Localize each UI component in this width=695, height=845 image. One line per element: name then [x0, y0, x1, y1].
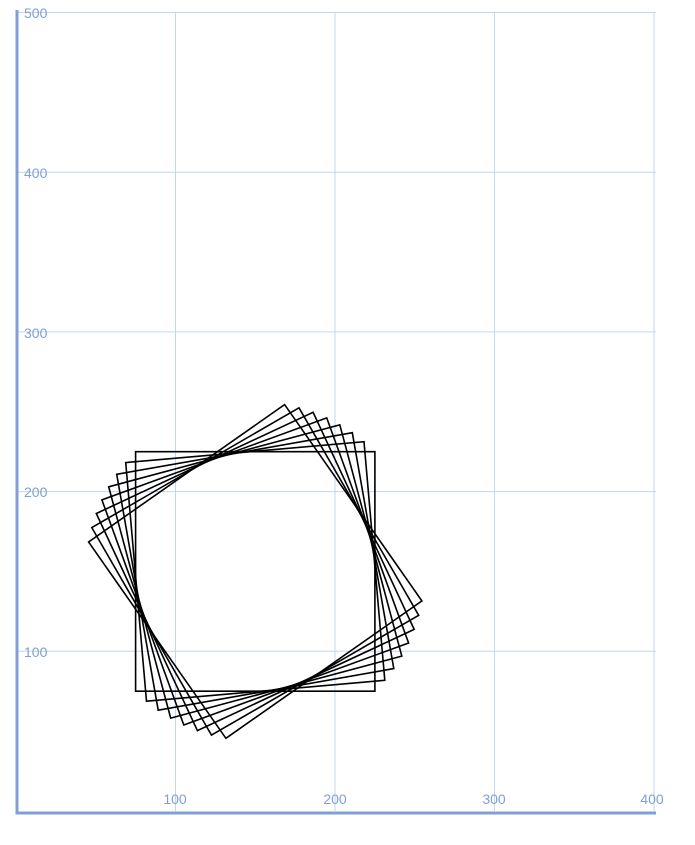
x-tick-label: 100	[163, 791, 187, 807]
x-tick-label: 300	[482, 791, 506, 807]
rotated-square-7	[87, 403, 424, 740]
x-tick-label: 200	[323, 791, 347, 807]
y-axis-tick-labels: 100 200 300 400 500	[24, 5, 48, 660]
x-tick-label: 400	[640, 791, 664, 807]
y-tick-label: 500	[24, 5, 48, 21]
rotated-square-5	[95, 411, 416, 732]
rotated-square-4	[100, 416, 410, 727]
y-tick-label: 400	[24, 165, 48, 181]
axes-lines	[15, 10, 656, 815]
rotated-square-6	[90, 406, 420, 737]
rotated-square-1	[124, 440, 386, 703]
y-tick-label: 100	[24, 644, 48, 660]
rotated-square-0	[134, 450, 376, 693]
rotated-square-3	[107, 423, 403, 720]
rotated-square-2	[115, 431, 395, 712]
y-tick-label: 300	[24, 325, 48, 341]
x-axis-tick-labels: 100 200 300 400	[163, 791, 664, 807]
y-tick-label: 200	[24, 484, 48, 500]
rotated-squares	[87, 403, 424, 740]
